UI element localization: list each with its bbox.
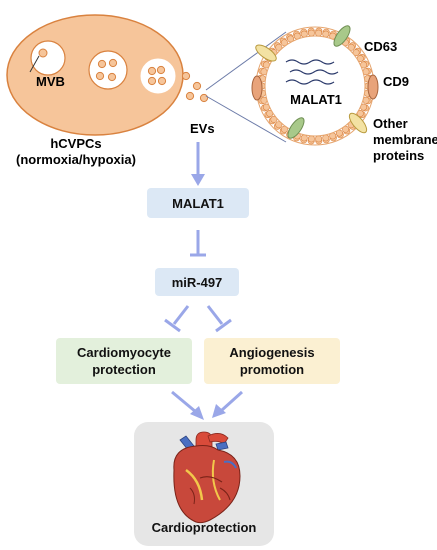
- cardiomyocyte-protection-box: Cardiomyocyte protection: [56, 338, 192, 384]
- angiogenesis-promotion-box: Angiogenesis promotion: [204, 338, 340, 384]
- lipid-bead: [315, 135, 323, 143]
- angio-line1: Angiogenesis: [229, 345, 314, 360]
- inhibit-malat1-to-mir497: [190, 230, 206, 257]
- lipid-bead: [270, 115, 278, 123]
- cd9-protein-left: [251, 75, 263, 101]
- zoom-line-top: [205, 31, 287, 91]
- arrow-angio-to-outcome: [212, 390, 244, 418]
- lipid-bead: [307, 29, 315, 37]
- other-protein-topleft: [255, 44, 277, 62]
- marker-cd63-label: CD63: [364, 39, 397, 54]
- cardio-line2: protection: [92, 362, 156, 377]
- inhibit-mir497-to-angio: [206, 305, 232, 333]
- lipid-bead: [275, 121, 283, 129]
- lipid-bead: [315, 29, 323, 37]
- lipid-bead: [275, 43, 283, 51]
- lipid-bead: [307, 135, 315, 143]
- other-proteins-line1: Other: [373, 116, 408, 131]
- cd63-protein-top: [333, 25, 351, 47]
- vesicle-cargo-label: MALAT1: [290, 92, 342, 107]
- other-proteins-line2: membrane: [373, 132, 437, 147]
- mvb-label: MVB: [36, 74, 65, 89]
- other-proteins-line3: proteins: [373, 148, 424, 163]
- arrow-cardio-to-outcome: [171, 390, 204, 420]
- cell-label-line1: hCVPCs: [50, 136, 101, 151]
- heart-icon: [173, 431, 241, 524]
- mir497-box-label: miR-497: [172, 275, 223, 290]
- cardio-line1: Cardiomyocyte: [77, 345, 171, 360]
- extracellular-vesicle-zoom: MALAT1: [251, 25, 379, 146]
- lipid-bead: [352, 49, 360, 57]
- mir497-box: miR-497: [155, 268, 239, 296]
- angio-line2: promotion: [240, 362, 304, 377]
- cd9-protein-right: [367, 74, 379, 100]
- other-protein-bottomright: [348, 112, 368, 134]
- mvb-left: [29, 40, 66, 76]
- inhibit-mir497-to-cardio: [164, 305, 190, 333]
- hcvpc-cell: MVB: [6, 14, 184, 136]
- lipid-bead: [347, 43, 355, 51]
- malat1-box: MALAT1: [147, 188, 249, 218]
- zoom-line-bottom: [205, 95, 287, 143]
- outcome-label: Cardioprotection: [152, 520, 257, 535]
- evs-label: EVs: [190, 121, 215, 136]
- marker-cd9-label: CD9: [383, 74, 409, 89]
- cd63-protein-bottom: [287, 117, 305, 139]
- mvb-right: [88, 50, 128, 90]
- cell-label-line2: (normoxia/hypoxia): [16, 152, 136, 167]
- malat1-box-label: MALAT1: [172, 196, 224, 211]
- cardioprotection-box: Cardioprotection: [134, 422, 274, 546]
- released-evs: [181, 71, 209, 103]
- malat1-rna-icon: [285, 59, 339, 85]
- arrow-evs-to-malat1: [191, 142, 205, 186]
- mvb-fusing: [140, 58, 176, 94]
